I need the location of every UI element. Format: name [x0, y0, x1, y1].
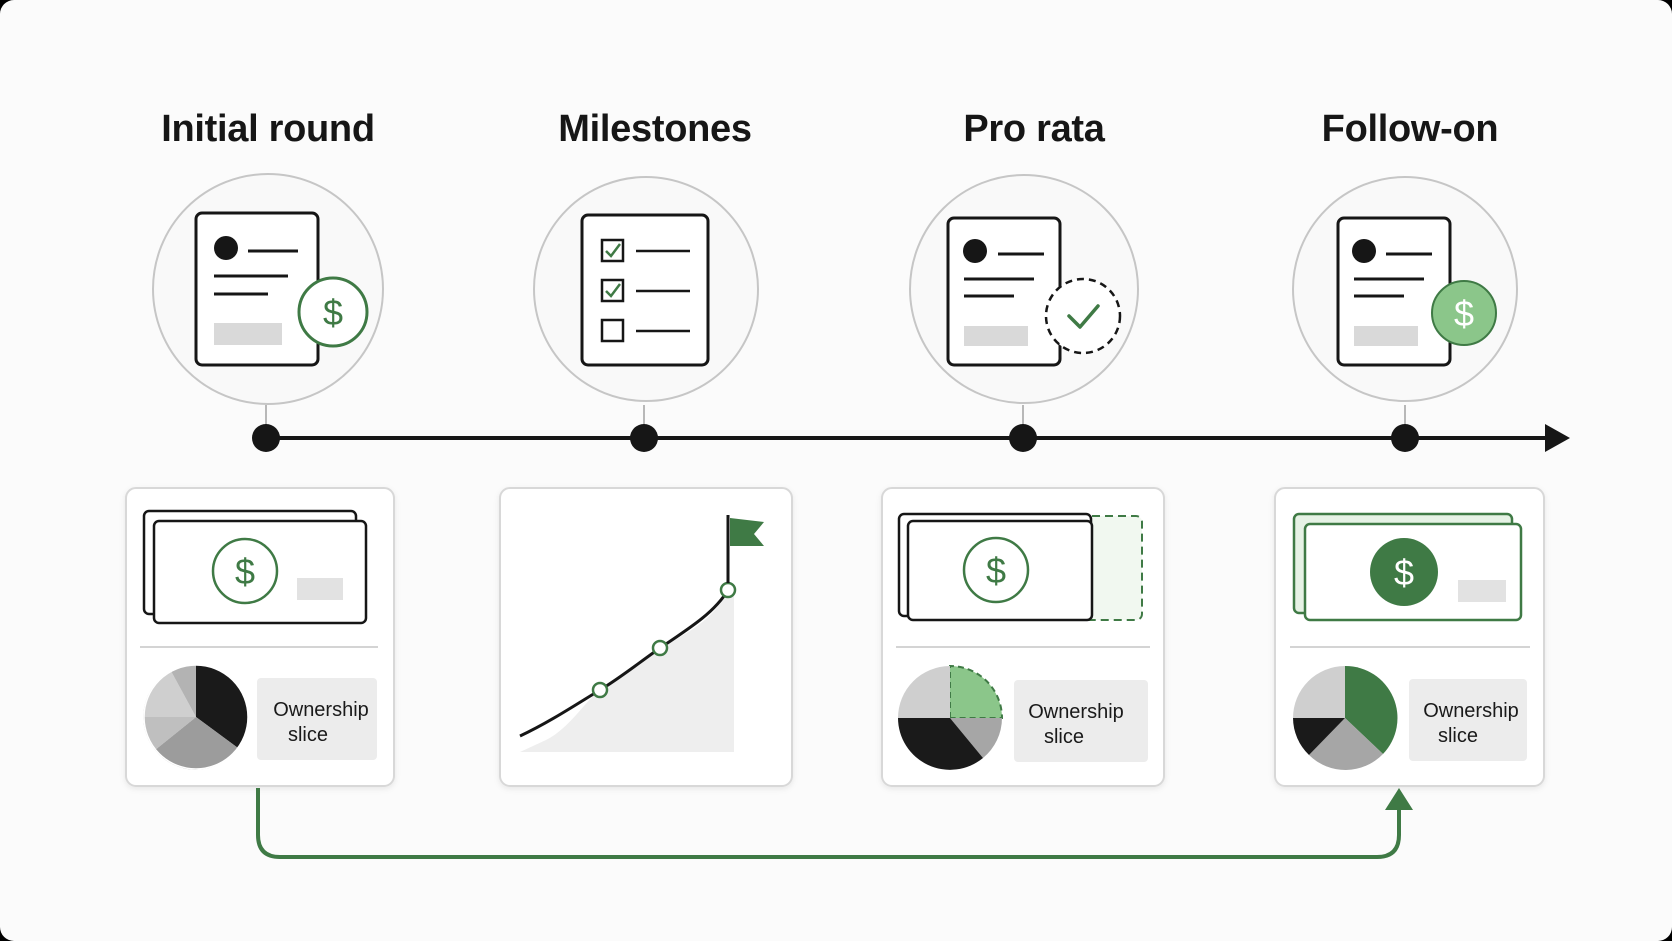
svg-text:Ownership: Ownership — [273, 699, 369, 721]
svg-text:$: $ — [1394, 552, 1414, 593]
timeline-dot-initial-round — [252, 424, 280, 452]
timeline-dot-follow-on — [1391, 424, 1419, 452]
svg-text:slice: slice — [288, 724, 328, 746]
ownership-pie-chart — [898, 664, 1004, 770]
card-initial-round: $ Ownership slice — [125, 487, 395, 787]
milestone-point — [719, 581, 737, 599]
dollar-coin-filled-icon — [1370, 538, 1438, 606]
stage-title-pro-rata: Pro rata — [963, 108, 1105, 150]
milestone-point — [651, 639, 669, 657]
ownership-pie-chart — [1293, 665, 1398, 770]
flag-icon — [730, 518, 764, 546]
checkbox-checked-icon — [600, 278, 625, 303]
card-pro-rata: $ Ownership slice — [881, 487, 1165, 787]
stage-title-milestones: Milestones — [558, 108, 752, 150]
arrow-head-icon — [1385, 788, 1413, 810]
checkbox-checked-icon — [600, 238, 625, 263]
dollar-coin-filled-icon — [1431, 280, 1497, 346]
card-milestones — [499, 487, 793, 787]
dashed-check-badge-icon — [1044, 277, 1122, 355]
timeline — [252, 405, 1570, 452]
card-follow-on: $ Ownership slice — [1274, 487, 1545, 787]
dollar-coin-icon — [962, 536, 1030, 604]
ownership-pie-chart — [143, 664, 249, 770]
follow-on-return-arrow — [256, 788, 1413, 859]
timeline-dot-milestones — [630, 424, 658, 452]
svg-text:Ownership: Ownership — [1028, 701, 1124, 723]
checkbox-empty-icon — [600, 318, 625, 343]
dollar-coin-icon — [297, 276, 369, 348]
stage-title-follow-on: Follow-on — [1321, 108, 1499, 150]
milestone-point — [591, 681, 609, 699]
ownership-slice-tag — [1014, 680, 1148, 762]
svg-text:slice: slice — [1044, 726, 1084, 748]
ownership-slice-tag — [1409, 679, 1527, 761]
svg-text:$: $ — [986, 550, 1006, 591]
svg-text:slice: slice — [1438, 725, 1478, 747]
checklist-icon — [533, 176, 759, 402]
document-check-icon — [909, 174, 1139, 404]
svg-text:Ownership: Ownership — [1423, 700, 1519, 722]
svg-text:$: $ — [235, 551, 255, 592]
timeline-arrow-head — [1545, 424, 1570, 452]
term-sheet-dollar-filled-icon: $ — [1292, 176, 1518, 402]
dollar-coin-icon — [211, 537, 279, 605]
growth-curve-chart — [519, 515, 764, 752]
timeline-dot-pro-rata — [1009, 424, 1037, 452]
svg-text:$: $ — [323, 292, 343, 333]
ownership-slice-tag — [257, 678, 377, 760]
svg-text:$: $ — [1454, 293, 1474, 334]
term-sheet-dollar-icon: $ — [152, 173, 384, 405]
stage-title-initial-round: Initial round — [161, 108, 375, 150]
